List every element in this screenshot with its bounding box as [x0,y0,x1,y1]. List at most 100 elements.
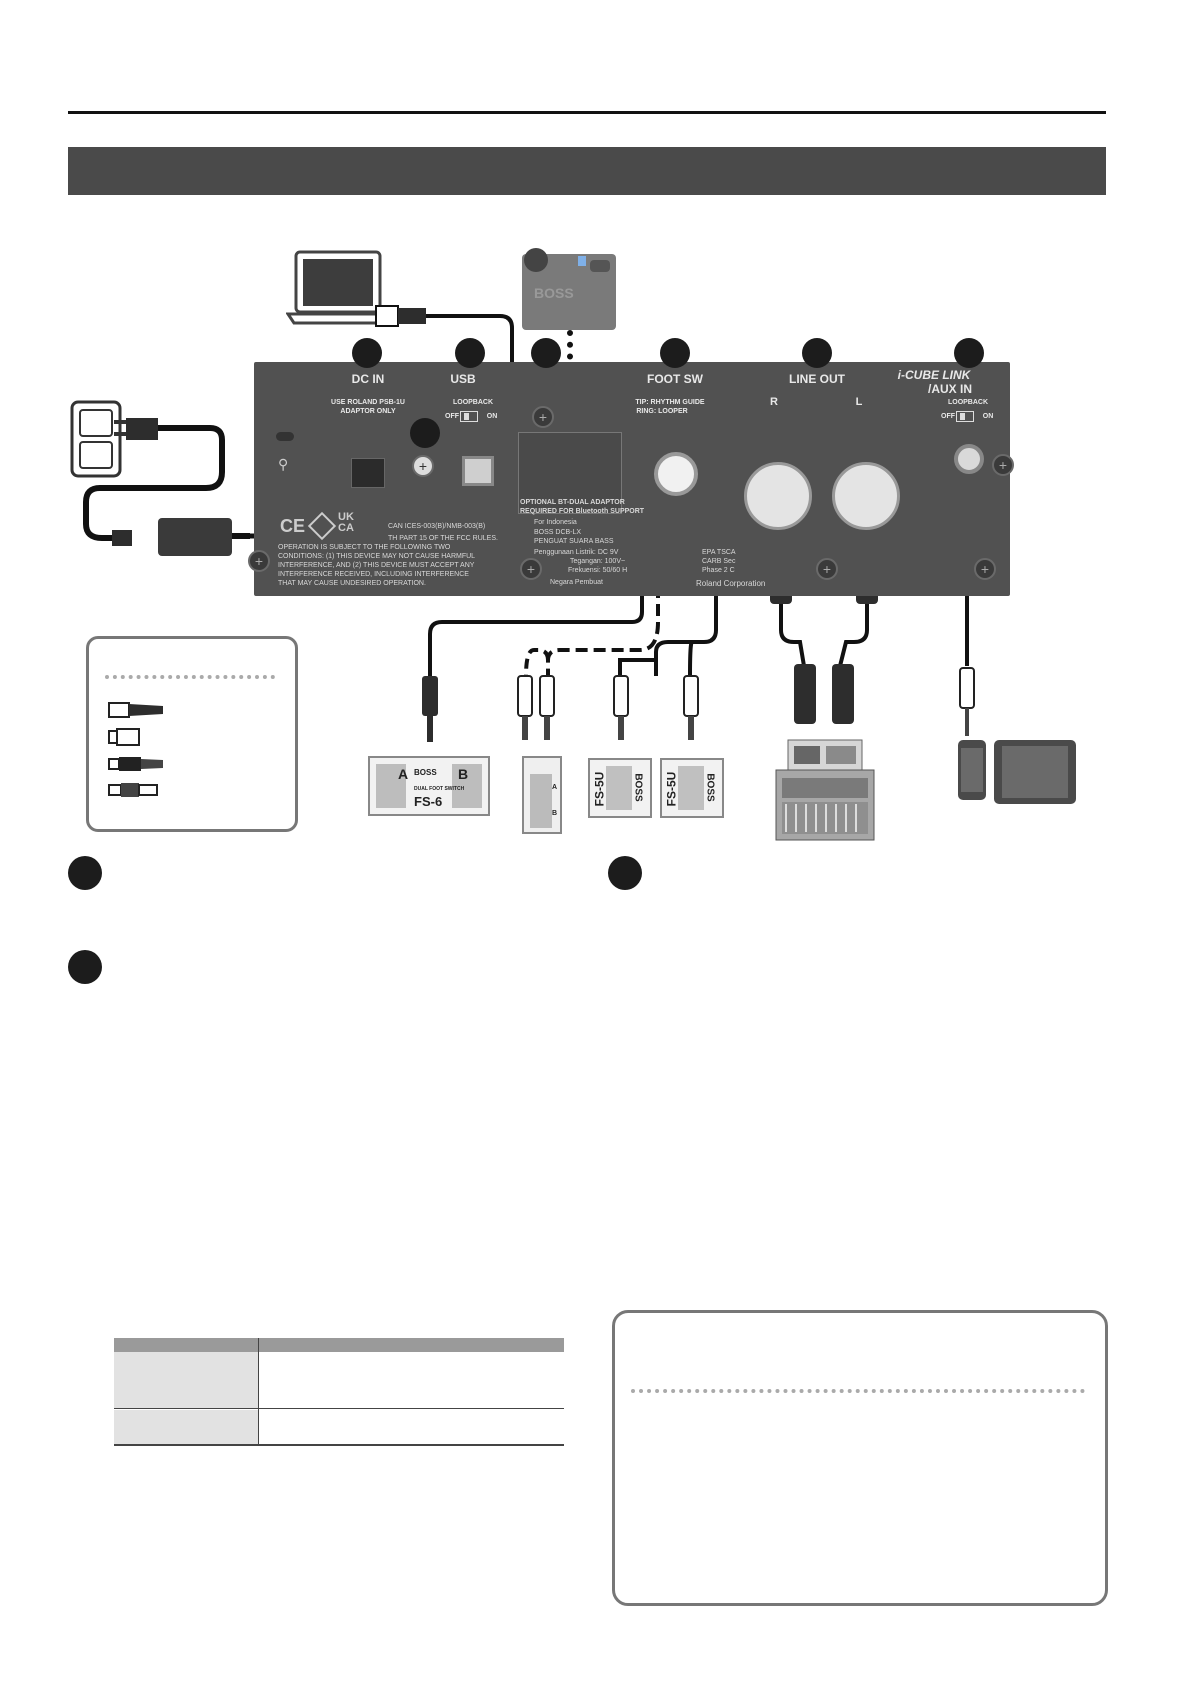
roland-corporation: Roland Corporation [696,579,766,588]
fs6-pedal-a [376,764,406,808]
line-out-l-label: L [855,396,863,408]
fcc-text-4: INTERFERENCE, AND (2) THIS DEVICE MUST A… [278,562,475,569]
section-marker [68,856,102,890]
fs5u-label: FS-5U [592,771,607,807]
bt-note-2: REQUIRED FOR Bluetooth SUPPORT [520,508,645,515]
screw-icon: + [248,550,270,572]
bt-adaptor-icon: BOSS [522,248,616,330]
line-out-r-label: R [770,396,778,408]
callout-marker [954,338,984,368]
fs7-pedal [530,774,552,828]
fcc-text-5: INTERFERENCE RECEIVED, INCLUDING INTERFE… [278,571,469,578]
note-box [612,1310,1108,1606]
foot-sw-jack[interactable] [654,452,698,496]
fs6-sub: DUAL FOOT SWITCH [414,786,465,792]
dc-in-note-1: USE ROLAND PSB-1U [331,399,405,406]
footswitch-plugs-icon [422,675,699,742]
fs6-pedal-b [452,764,482,808]
boss-label: BOSS [704,773,716,802]
callout-marker [802,338,832,368]
table-cell-1 [114,1352,258,1408]
callout-marker [352,338,382,368]
fs5u-pedal [678,766,704,810]
indonesia-voltage: Tegangan: 100V~ [570,558,626,565]
fs6-name: FS-6 [414,794,443,809]
dc-in-note-2: ADAPTOR ONLY [340,408,396,415]
line-out-l-jack[interactable] [832,462,900,530]
epa-text-2: CARB Sec [702,558,736,565]
line-out-label: LINE OUT [789,372,845,386]
fs6-b-label: B [458,766,469,782]
screw-icon: + [532,406,554,428]
usb-off-label: OFF [445,413,459,420]
fs5u-label: FS-5U [664,771,679,807]
line-out-r-jack[interactable] [744,462,812,530]
ukca-line-2: CA [338,522,354,534]
callout-marker [660,338,690,368]
dc-in-label: DC IN [351,372,385,386]
boss-label: BOSS [632,773,644,802]
note-divider [631,1389,1085,1393]
section-marker [608,856,642,890]
fs5u-pedal [606,766,632,810]
foot-sw-label: FOOT SW [647,372,703,386]
ground-screw-icon: + [412,455,434,477]
legend-divider [105,675,275,679]
epa-text-1: EPA TSCA [702,549,736,556]
top-rule [68,111,1106,114]
fs7-footswitch: A B [522,756,562,834]
fs5u-footswitch-2: FS-5U BOSS [660,758,724,818]
screw-icon: + [974,558,996,580]
indonesia-product: BOSS DCB-LX [534,529,582,536]
fs6-a-label: A [398,766,409,782]
bt-adaptor-slot [518,432,622,514]
indonesia-power: Penggunaan Listrik: DC 9V [534,549,619,556]
ce-mark: CE [280,516,306,536]
table-header-row [114,1338,564,1352]
dc-in-jack[interactable] [351,458,385,488]
fs6-brand: BOSS [414,768,437,777]
ices-text: CAN ICES-003(B)/NMB-003(B) [388,523,486,530]
table-bottom-rule [114,1444,564,1446]
bt-brand-text: BOSS [534,285,574,301]
usb-loopback-label: LOOPBACK [452,399,494,406]
fcc-text-2: OPERATION IS SUBJECT TO THE FOLLOWING TW… [278,544,451,551]
mobile-devices-icon [958,740,1076,804]
usb-port[interactable] [462,456,494,486]
indonesia-country: Negara Pembuat [550,579,603,586]
epa-text-3: Phase 2 C [702,567,735,574]
ukca-mark: UK CA [338,512,354,534]
aux-plug-icon [959,667,975,736]
ukca-line-1: UK [338,511,354,523]
usb-label: USB [450,372,476,386]
plug-types-icon [108,702,163,797]
fcc-text-1: TH PART 15 OF THE FCC RULES. [388,535,498,542]
screw-icon: + [816,558,838,580]
screw-icon: + [520,558,542,580]
foot-sw-tip: TIP: RHYTHM GUIDE [635,399,705,406]
fcc-text-6: THAT MAY CAUSE UNDESIRED OPERATION. [278,580,426,587]
table-cell-2 [114,1410,258,1444]
icube-on-label: ON [982,413,994,420]
mixer-icon [775,739,875,841]
icube-off-label: OFF [941,413,955,420]
bt-note-1: OPTIONAL BT-DUAL ADAPTOR [520,499,625,506]
icube-loopback-switch[interactable] [956,411,974,422]
icube-loopback-label: LOOPBACK [947,399,989,406]
indonesia-frequency: Frekuensi: 50/60 H [568,567,628,574]
icube-label-1: i-CUBE LINK [897,368,971,382]
rear-panel: DC IN USE ROLAND PSB-1U ADAPTOR ONLY USB… [248,338,1014,596]
section-header-bar [68,147,1106,195]
icube-label-2: /AUX IN [927,382,973,396]
fs5u-footswitch-1: FS-5U BOSS [588,758,652,818]
foot-sw-ring: RING: LOOPER [636,408,688,415]
fcc-text-3: CONDITIONS: (1) THIS DEVICE MAY NOT CAUS… [278,553,476,560]
xlr-plugs-icon [794,664,854,724]
usb-loopback-switch[interactable] [460,411,478,422]
fs7-b-label: B [552,810,558,817]
aux-in-jack[interactable] [954,444,984,474]
indonesia-label: For Indonesia [534,519,577,526]
indonesia-product-id: PENGUAT SUARA BASS [534,538,614,545]
security-slot [276,432,294,441]
settings-table [114,1338,564,1446]
